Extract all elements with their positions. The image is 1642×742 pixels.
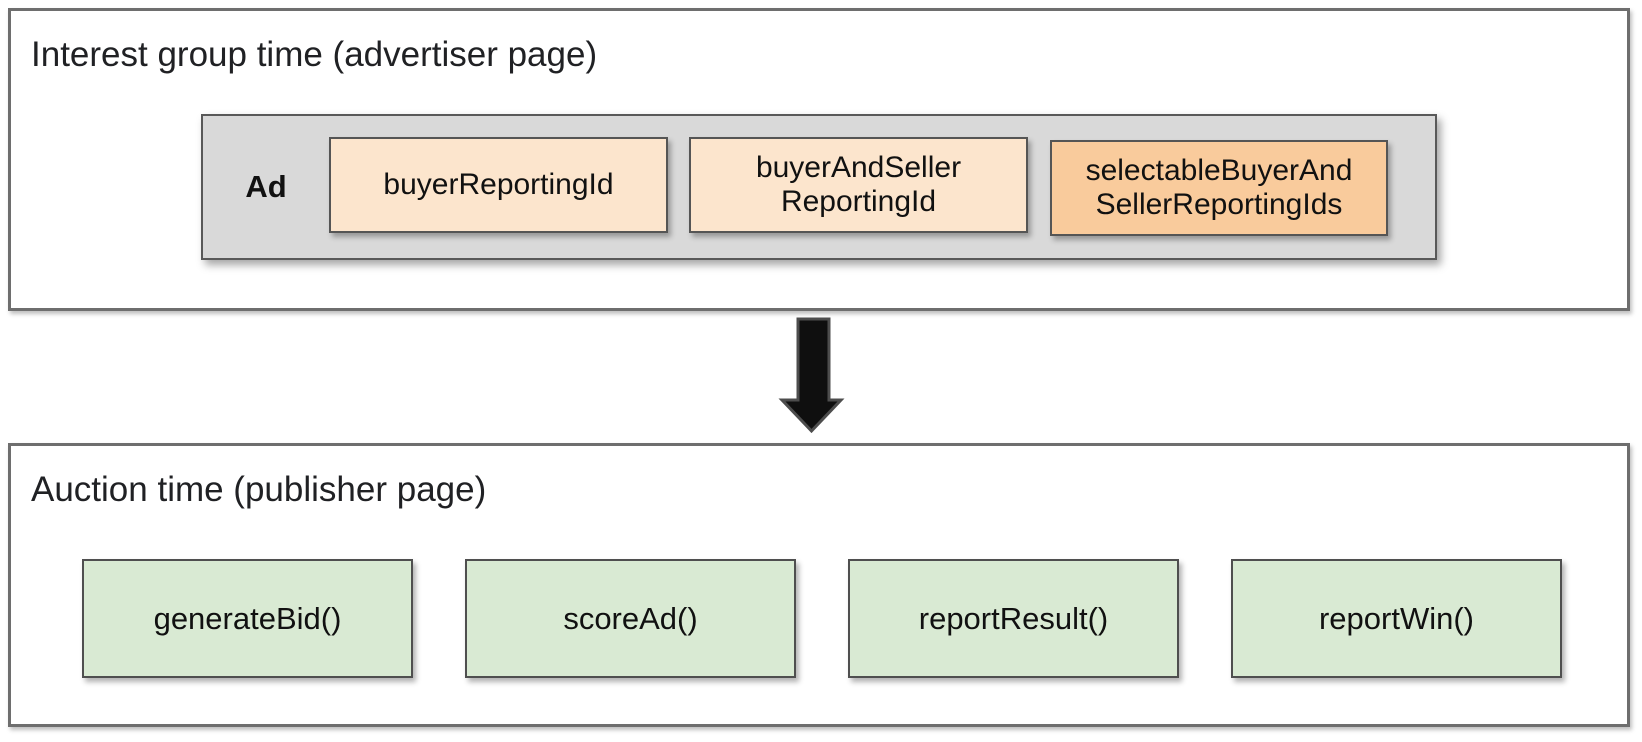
interest-group-section-title: Interest group time (advertiser page) [31,35,598,74]
score-ad-label: scoreAd() [563,600,698,636]
buyer-and-seller-reporting-id-label-line1: buyerAndSeller [755,151,962,184]
buyer-and-seller-reporting-id-box: buyerAndSeller ReportingId [689,137,1028,233]
report-win-label: reportWin() [1318,600,1474,636]
report-result-label: reportResult() [918,600,1109,636]
selectable-buyer-and-seller-reporting-ids-box: selectableBuyerAnd SellerReportingIds [1050,140,1388,236]
selectable-buyer-and-seller-reporting-ids-label-line2: SellerReportingIds [1095,188,1343,221]
selectable-buyer-and-seller-reporting-ids-label-line1: selectableBuyerAnd [1085,154,1353,187]
score-ad-box: scoreAd() [465,559,796,678]
interest-group-section: Interest group time (advertiser page) Ad… [8,8,1630,311]
buyer-reporting-id-box: buyerReportingId [329,137,668,233]
report-result-box: reportResult() [848,559,1179,678]
ad-container: Ad buyerReportingId buyerAndSeller Repor… [201,114,1437,260]
down-arrow-icon [778,317,845,434]
buyer-and-seller-reporting-id-label-line2: ReportingId [780,185,937,218]
auction-section-title: Auction time (publisher page) [31,470,487,509]
ad-label: Ad [245,169,287,204]
report-win-box: reportWin() [1231,559,1562,678]
generate-bid-box: generateBid() [82,559,413,678]
buyer-reporting-id-label: buyerReportingId [383,168,614,201]
auction-section: Auction time (publisher page) generateBi… [8,443,1630,727]
generate-bid-label: generateBid() [153,600,342,636]
